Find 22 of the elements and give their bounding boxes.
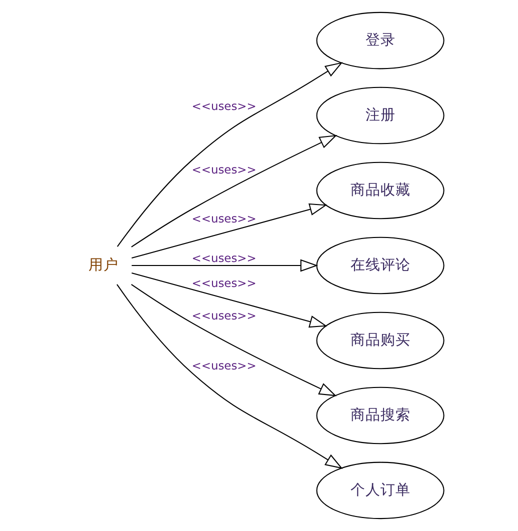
node-ellipse: 个人订单 [316,462,444,520]
node-ellipse: 商品购买 [316,312,444,370]
edge-label: <<uses>> [191,358,256,372]
edge-label: <<uses>> [191,276,256,290]
node-ellipse: 商品搜索 [316,386,444,444]
arrow [131,259,318,272]
arrow [116,284,342,469]
node-text: 用户 [88,256,118,274]
edge-label: <<uses>> [191,251,256,266]
arrow [130,284,336,396]
arrow [131,272,327,328]
arrow [116,62,342,247]
arrow [130,134,337,248]
edge-label: <<uses>> [191,162,256,177]
edge-label: <<uses>> [191,99,256,114]
edge-label: <<uses>> [191,308,256,322]
node-ellipse: 登录 [316,12,444,70]
arrow [131,203,327,259]
node-ellipse: 注册 [316,86,444,144]
node-ellipse: 在线评论 [316,236,444,294]
edge-label: <<uses>> [191,212,256,226]
node-ellipse: 商品收藏 [316,162,444,220]
